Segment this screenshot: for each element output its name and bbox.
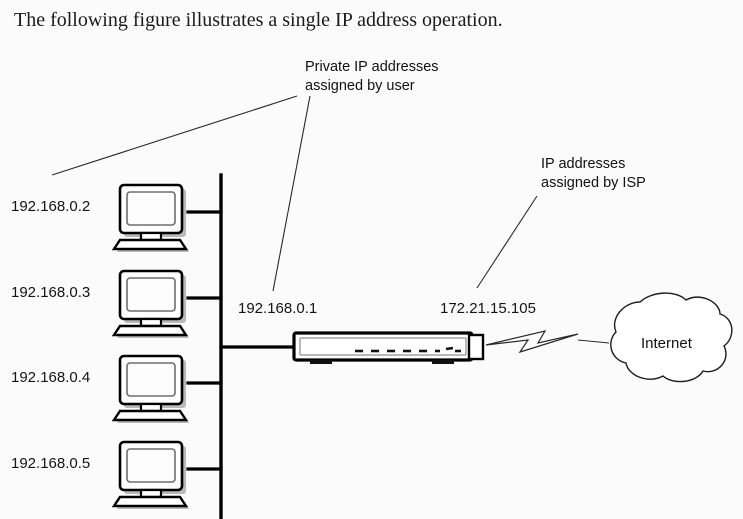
lightning-bolt-icon [485, 330, 579, 354]
annotation-private-line1: Private IP addresses [305, 59, 439, 75]
host-node-4: 192.168.0.5 [11, 440, 223, 509]
host-node-2: 192.168.0.3 [11, 269, 223, 338]
host-ip-label-1: 192.168.0.2 [11, 198, 90, 215]
host-ip-label-4: 192.168.0.5 [11, 455, 90, 472]
host-node-1: 192.168.0.2 [11, 183, 223, 252]
host-ip-label-3: 192.168.0.4 [11, 369, 90, 386]
desktop-computer-icon [111, 269, 189, 338]
desktop-computer-icon [111, 354, 189, 423]
annotation-private-line2: assigned by user [305, 78, 415, 94]
desktop-computer-icon [111, 440, 189, 509]
cloud-label: Internet [641, 335, 693, 352]
router-wan-ip-label: 172.21.15.105 [440, 300, 536, 317]
router-wan-port [467, 333, 485, 361]
page-title: The following figure illustrates a singl… [14, 9, 503, 31]
wan-link-line [577, 339, 610, 344]
leader-line-isp [476, 195, 538, 289]
annotation-isp-line1: IP addresses [541, 156, 625, 172]
leader-line-private-router [272, 95, 311, 292]
cloud-icon: Internet [610, 292, 733, 383]
desktop-computer-icon [111, 183, 189, 252]
leader-line-private-hosts [51, 95, 298, 176]
router-lan-ip-label: 192.168.0.1 [238, 300, 317, 317]
router-led-row [355, 346, 461, 353]
host-node-3: 192.168.0.4 [11, 354, 223, 423]
annotation-isp-line2: assigned by ISP [541, 175, 646, 191]
host-ip-label-2: 192.168.0.3 [11, 284, 90, 301]
router-switch-icon [292, 331, 474, 364]
